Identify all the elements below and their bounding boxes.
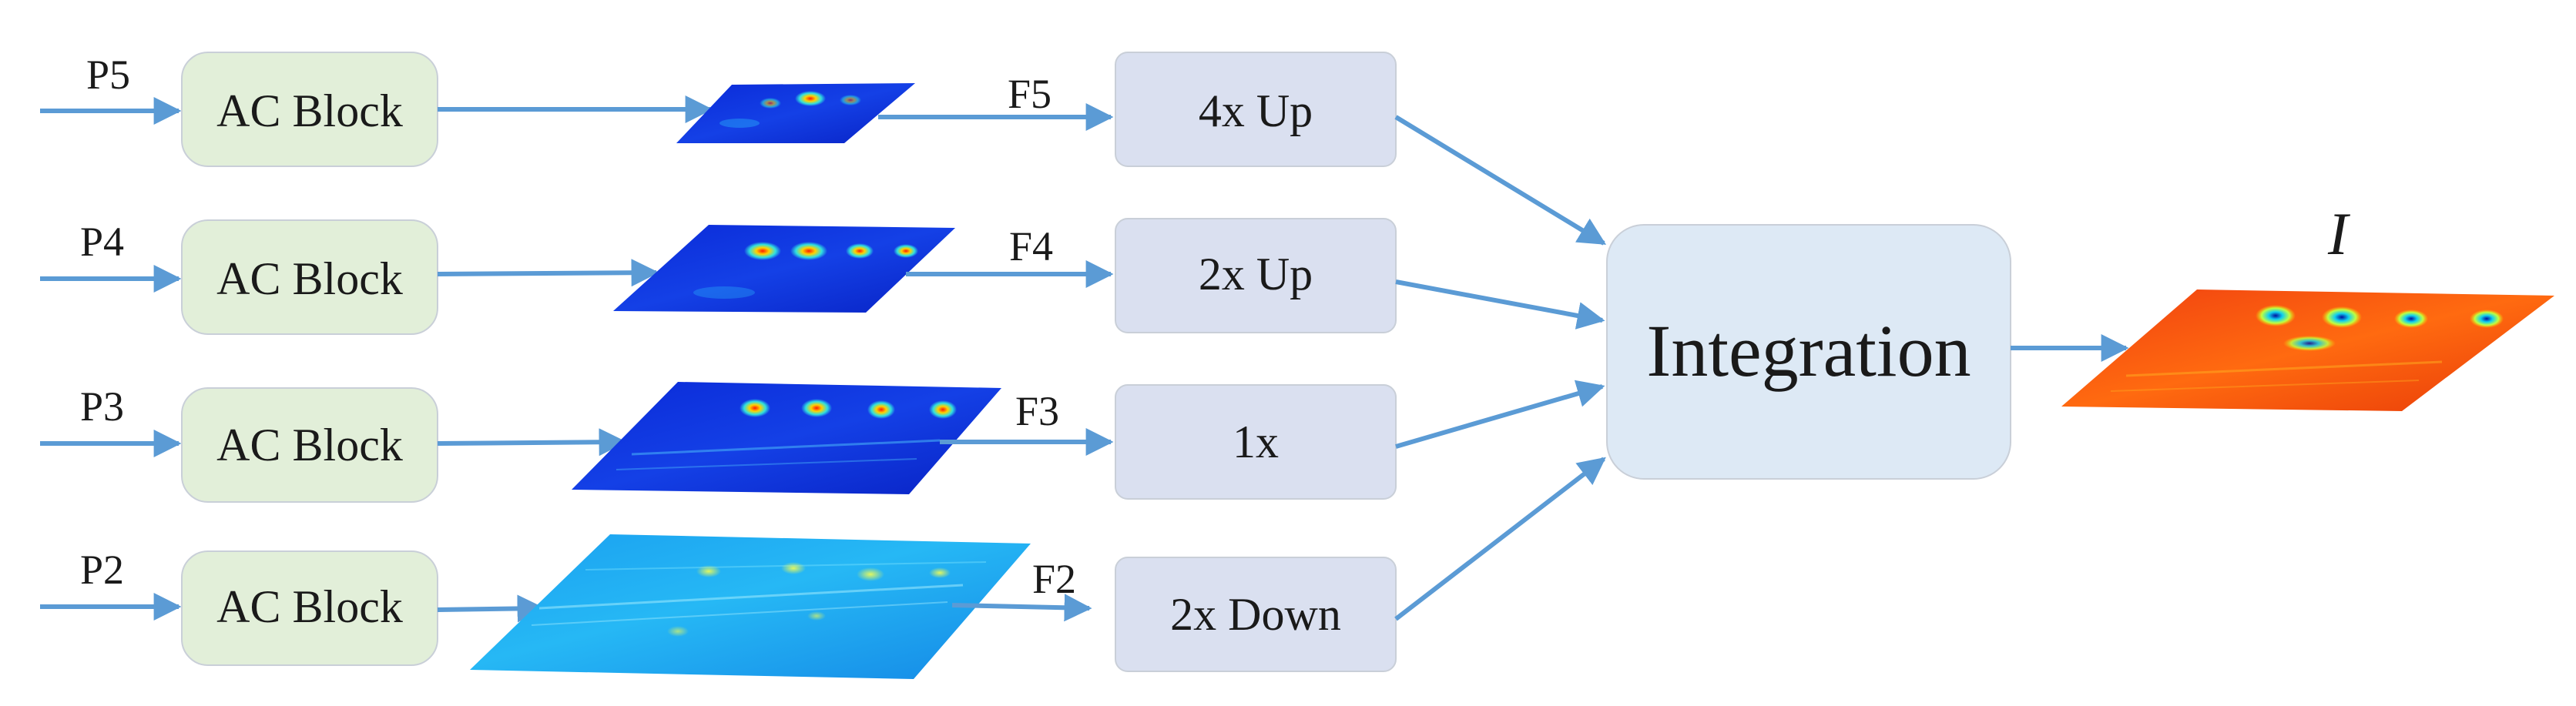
ac-block-label-p5: AC Block bbox=[216, 85, 403, 136]
arrow-2x-up-to-integration bbox=[1395, 279, 1605, 330]
arrow-4x-up-to-integration bbox=[1394, 115, 1607, 246]
feature-label-f2: F2 bbox=[1032, 556, 1076, 602]
scale-box-2x-up bbox=[1115, 218, 1397, 333]
arrow-2x-down-to-integration bbox=[1394, 457, 1606, 621]
row-p4: P4 AC Block F4 2x Up bbox=[40, 218, 1605, 335]
scale-box-4x-up bbox=[1115, 52, 1397, 167]
ac-block-label-p3: AC Block bbox=[216, 420, 403, 470]
arrow-p3-to-map bbox=[437, 428, 627, 457]
input-label-p5: P5 bbox=[86, 52, 130, 98]
feature-label-f3: F3 bbox=[1015, 388, 1059, 434]
feature-label-f4: F4 bbox=[1009, 223, 1053, 269]
arrow-p2-to-map bbox=[437, 594, 545, 623]
integration-box bbox=[1606, 224, 2011, 480]
input-label-p2: P2 bbox=[80, 547, 124, 593]
input-label-p4: P4 bbox=[80, 219, 124, 265]
row-p3: P3 AC Block F3 1x bbox=[40, 380, 1605, 503]
row-p5: P5 AC Block F5 4x Up bbox=[40, 52, 1607, 246]
feature-map-f4 bbox=[613, 225, 955, 313]
arrow-f2-to-scale bbox=[951, 594, 1092, 622]
scale-box-2x-down bbox=[1115, 557, 1397, 672]
feature-map-f2 bbox=[470, 534, 1031, 679]
ac-block-label-p2: AC Block bbox=[216, 581, 403, 632]
arrow-p4-to-map bbox=[437, 259, 659, 287]
feature-label-f5: F5 bbox=[1008, 71, 1052, 117]
ac-block-label-p4: AC Block bbox=[216, 253, 403, 304]
scale-label-1x: 1x bbox=[1233, 417, 1279, 467]
feature-map-f3 bbox=[572, 382, 1003, 494]
arrow-1x-to-integration bbox=[1395, 380, 1605, 449]
ac-block-p4 bbox=[181, 219, 438, 335]
scale-label-2x-down: 2x Down bbox=[1170, 589, 1341, 640]
input-label-p3: P3 bbox=[80, 383, 124, 430]
feature-map-f5 bbox=[676, 83, 915, 143]
output-label: I bbox=[2327, 200, 2351, 267]
integration-label: Integration bbox=[1646, 310, 1971, 392]
row-p2: P2 AC Block F2 2x Down bbox=[40, 457, 1606, 679]
scale-label-2x-up: 2x Up bbox=[1199, 249, 1313, 299]
scale-label-4x-up: 4x Up bbox=[1199, 85, 1313, 136]
ac-block-p3 bbox=[181, 387, 438, 503]
output-map bbox=[2061, 289, 2554, 411]
scale-box-1x bbox=[1115, 384, 1397, 500]
